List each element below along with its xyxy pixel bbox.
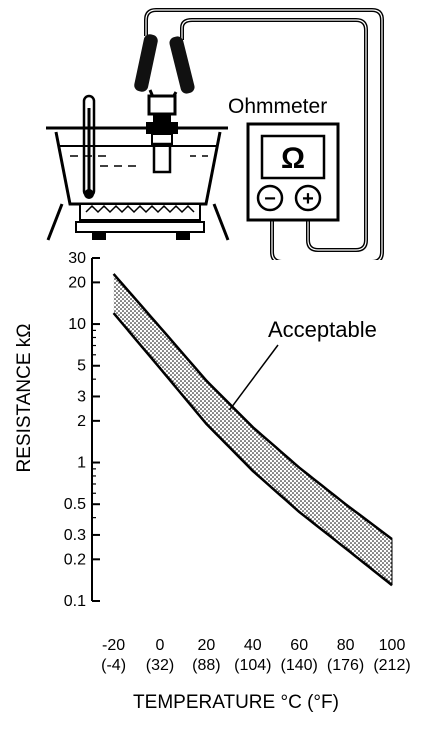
y-tick-label: 10: [68, 316, 86, 333]
x-tick-sublabel: (32): [146, 657, 174, 674]
minus-terminal-symbol: −: [264, 188, 276, 210]
x-tick-sublabel: (104): [234, 657, 271, 674]
y-tick-label: 0.5: [64, 496, 86, 513]
annotation-acceptable: Acceptable: [268, 317, 377, 342]
x-tick-sublabel: (176): [327, 657, 364, 674]
x-tick-label: 60: [290, 637, 308, 654]
x-tick-sublabel: (-4): [101, 657, 126, 674]
y-tick-label: 5: [77, 358, 86, 375]
x-tick-label: 0: [156, 637, 165, 654]
plus-terminal: [294, 184, 322, 212]
y-tick-label: 20: [68, 274, 86, 291]
x-tick-label: 20: [198, 637, 216, 654]
y-tick-label: 0.1: [64, 593, 86, 610]
wire-red-inner: [181, 19, 367, 251]
wire-black-inner: [145, 9, 383, 260]
x-tick-sublabel: (212): [373, 657, 410, 674]
x-axis-title: TEMPERATURE °C (°F): [133, 692, 339, 713]
x-tick-sublabel: (88): [192, 657, 220, 674]
x-tick-label: 80: [337, 637, 355, 654]
minus-terminal: [256, 184, 284, 212]
x-tick-label: -20: [102, 637, 125, 654]
x-tick-sublabel: (140): [281, 657, 318, 674]
temperature-sensor: [146, 94, 178, 174]
ohmmeter-label: Ohmmeter: [228, 95, 327, 118]
y-tick-label: 0.2: [64, 551, 86, 568]
y-tick-label: 0.3: [64, 527, 86, 544]
y-tick-label: 2: [77, 413, 86, 430]
ohmmeter: Ω − +: [246, 122, 340, 222]
lower-bound-line: [112, 312, 393, 587]
upper-bound-line: [112, 273, 393, 541]
stove: [46, 203, 230, 241]
ohm-symbol: Ω: [281, 142, 305, 175]
plus-terminal-symbol: +: [302, 188, 314, 210]
acceptable-band: [113, 273, 392, 586]
ohmmeter-test-illustration: Ω − + Ohmmeter: [46, 8, 384, 260]
y-tick-label: 3: [77, 388, 86, 405]
x-tick-label: 40: [244, 637, 262, 654]
y-tick-label: 30: [68, 250, 86, 267]
y-tick-label: 1: [77, 455, 86, 472]
annotation-leader: [228, 344, 279, 411]
x-tick-label: 100: [379, 637, 406, 654]
y-axis-title: RESISTANCE kΩ: [14, 324, 35, 473]
